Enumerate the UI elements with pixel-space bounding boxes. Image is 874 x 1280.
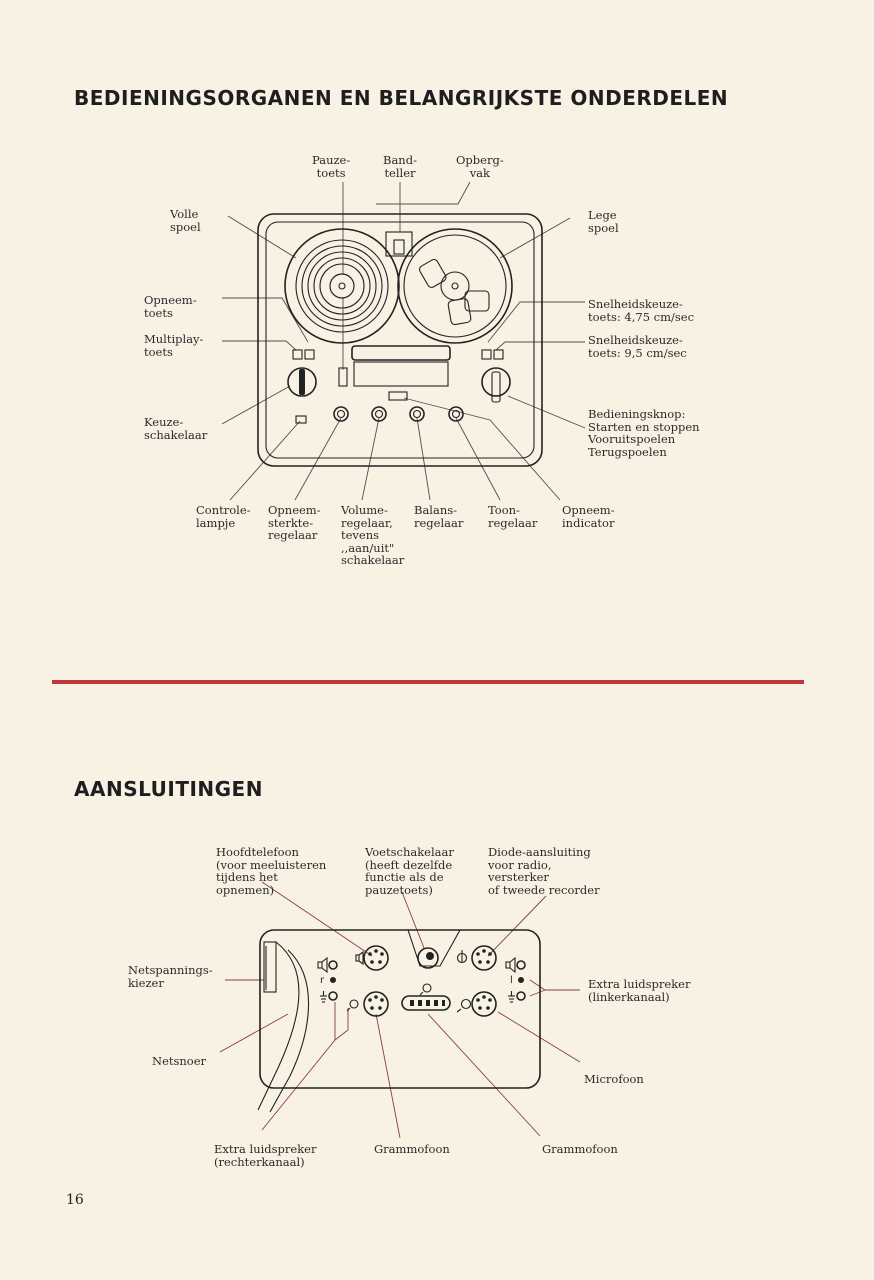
label-extra-links: Extra luidspreker (linkerkanaal): [588, 977, 691, 1004]
footswitch-recess: [407, 929, 461, 967]
selector-knob: [287, 367, 317, 397]
speed-button-475: [481, 349, 492, 360]
label-volumeregelaar: Volume- regelaar, tevens ,,aan/uit" scha…: [341, 503, 405, 567]
head-cover: [351, 345, 451, 361]
label-diode: Diode-aansluiting voor radio, versterker…: [488, 845, 600, 897]
record-button: [292, 349, 303, 360]
label-opbergvak: Opberg- vak: [456, 153, 504, 180]
operation-knob: [481, 367, 511, 403]
diode-socket: [471, 945, 497, 971]
microphone-socket: [471, 991, 497, 1017]
band-counter: [385, 231, 413, 257]
label-grammofoon-1: Grammofoon: [374, 1142, 450, 1156]
control-panel-slot: [353, 361, 449, 387]
recorder-panel: [265, 221, 535, 459]
label-opneemsterkteregelaar: Opneem- sterkte- regelaar: [268, 503, 321, 542]
footswitch-socket: [417, 947, 439, 969]
label-extra-rechts: Extra luidspreker (rechterkanaal): [214, 1142, 317, 1169]
label-opneemtoets: Opneem- toets: [144, 293, 197, 320]
leader-lines-connections: [219, 881, 581, 1139]
label-opneemindicator: Opneem- indicator: [562, 503, 615, 530]
diode-icon: [456, 950, 468, 964]
label-controlelampje: Controle- lampje: [196, 503, 251, 530]
label-snelheid-95: Snelheidskeuze- toets: 9,5 cm/sec: [588, 333, 687, 360]
headphone-icon: [355, 950, 364, 966]
marker-l: l: [510, 975, 513, 986]
pause-button: [338, 367, 348, 387]
label-volle-spoel: Volle spoel: [170, 207, 201, 234]
label-multiplaytoets: Multiplay- toets: [144, 332, 204, 359]
label-lege-spoel: Lege spoel: [588, 208, 619, 235]
section-divider: [52, 680, 804, 684]
label-voetschakelaar: Voetschakelaar (heeft dezelfde functie a…: [365, 845, 454, 897]
label-snelheid-475: Snelheidskeuze- toets: 4,75 cm/sec: [588, 297, 695, 324]
empty-reel: [397, 228, 513, 344]
label-netspanningskiezer: Netspannings- kiezer: [128, 963, 213, 990]
control-lamp: [295, 415, 307, 424]
recorder-cabinet: [257, 213, 543, 467]
band-counter-window: [393, 239, 405, 255]
label-netsnoer: Netsnoer: [152, 1054, 207, 1068]
record-level-knob: [333, 406, 349, 422]
label-toonregelaar: Toon- regelaar: [488, 503, 538, 530]
phono-socket-left: [363, 991, 389, 1017]
label-balansregelaar: Balans- regelaar: [414, 503, 464, 530]
multiplay-button: [304, 349, 315, 360]
label-keuzeschakelaar: Keuze- schakelaar: [144, 415, 208, 442]
speed-button-95: [493, 349, 504, 360]
phono-strip-socket: [401, 995, 451, 1011]
headphone-socket: [363, 945, 389, 971]
label-hoofdtelefoon: Hoofdtelefoon (voor meeluisteren tijdens…: [216, 845, 327, 897]
label-bandteller: Band- teller: [383, 153, 417, 180]
label-pauzetoets: Pauze- toets: [312, 153, 351, 180]
phono-icon-left: [346, 999, 359, 1012]
recording-indicator: [388, 391, 408, 401]
phono-icon-center: [419, 983, 432, 996]
microphone-icon: [456, 998, 472, 1013]
label-microfoon: Microfoon: [584, 1072, 644, 1086]
leader-lines-controls: [221, 181, 586, 501]
balance-knob: [409, 406, 425, 422]
label-bedieningsknop: Bedieningsknop: Starten en stoppen Vooru…: [588, 407, 700, 459]
connection-panel: [259, 929, 541, 1089]
voltage-selector: [263, 941, 277, 993]
label-grammofoon-2: Grammofoon: [542, 1142, 618, 1156]
tone-knob: [448, 406, 464, 422]
section-title-connections: AANSLUITINGEN: [74, 777, 263, 801]
marker-r: r: [320, 975, 325, 986]
full-reel: [284, 228, 400, 344]
speaker-jacks-left: [505, 956, 526, 1003]
recorder-diagram: [221, 181, 586, 501]
volume-knob: [371, 406, 387, 422]
mains-cord: [257, 941, 300, 1111]
section-title-controls: BEDIENINGSORGANEN EN BELANGRIJKSTE ONDER…: [74, 86, 729, 110]
page-number: 16: [66, 1192, 84, 1208]
